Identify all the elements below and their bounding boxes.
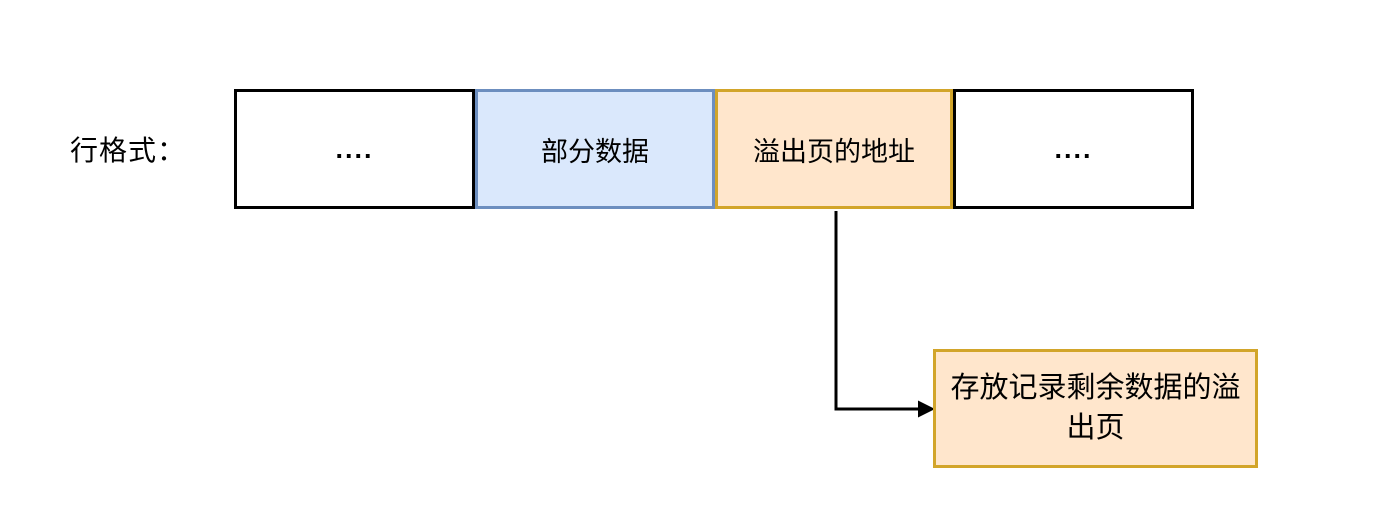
overflow-page-box: 存放记录剩余数据的溢出页: [933, 349, 1258, 468]
row-format-label: 行格式：: [70, 135, 187, 166]
cell-overflow-page-address-label: 溢出页的地址: [753, 136, 915, 167]
cell-overflow-page-address: 溢出页的地址: [715, 89, 953, 209]
arrow-line: [834, 211, 918, 411]
cell-ellipsis-right: ....: [953, 89, 1194, 209]
cell-ellipsis-left-label: ....: [335, 133, 374, 164]
cell-ellipsis-right-label: ....: [1054, 133, 1093, 164]
cell-partial-data-label: 部分数据: [541, 136, 649, 167]
cell-partial-data: 部分数据: [475, 89, 715, 209]
cell-ellipsis-left: ....: [234, 89, 475, 209]
overflow-page-box-label: 存放记录剩余数据的溢出页: [950, 372, 1241, 444]
